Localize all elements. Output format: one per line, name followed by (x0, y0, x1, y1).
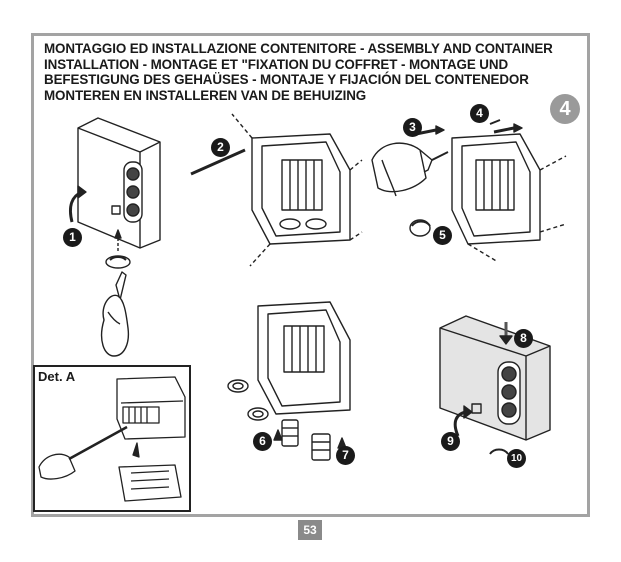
page-number: 53 (298, 520, 322, 540)
step-3-marker: 3 (403, 118, 422, 137)
step-2-marker: 2 (211, 138, 230, 157)
step-7-marker: 7 (336, 446, 355, 465)
drill-and-screws-illustration (371, 119, 567, 263)
open-container-drill-illustration (190, 113, 363, 267)
step-10-marker: 10 (507, 449, 526, 468)
page-title: MONTAGGIO ED INSTALLAZIONE CONTENITORE -… (44, 41, 579, 103)
title-line-2: INSTALLATION - MONTAGE ET "FIXATION DU C… (44, 56, 509, 72)
step-6-marker: 6 (253, 432, 272, 451)
title-line-1: MONTAGGIO ED INSTALLAZIONE CONTENITORE -… (44, 41, 553, 56)
step-8-marker: 8 (514, 329, 533, 348)
detail-a-inset: Det. A (33, 365, 191, 512)
container-cable-glands-illustration (227, 301, 351, 461)
closed-container-illustration (68, 117, 161, 357)
title-line-4: MONTEREN EN INSTALLEREN VAN DE BEHUIZING (44, 87, 367, 103)
step-9-marker: 9 (441, 432, 460, 451)
detail-a-label: Det. A (38, 369, 76, 384)
step-5-marker: 5 (433, 226, 452, 245)
detail-a-illustration (38, 376, 186, 502)
step-4-marker: 4 (470, 104, 489, 123)
title-line-3: BEFESTIGUNG DES GEHAÜSES - MONTAJE Y FIJ… (44, 72, 529, 87)
step-1-marker: 1 (63, 228, 82, 247)
figure-number-badge: 4 (550, 94, 580, 124)
